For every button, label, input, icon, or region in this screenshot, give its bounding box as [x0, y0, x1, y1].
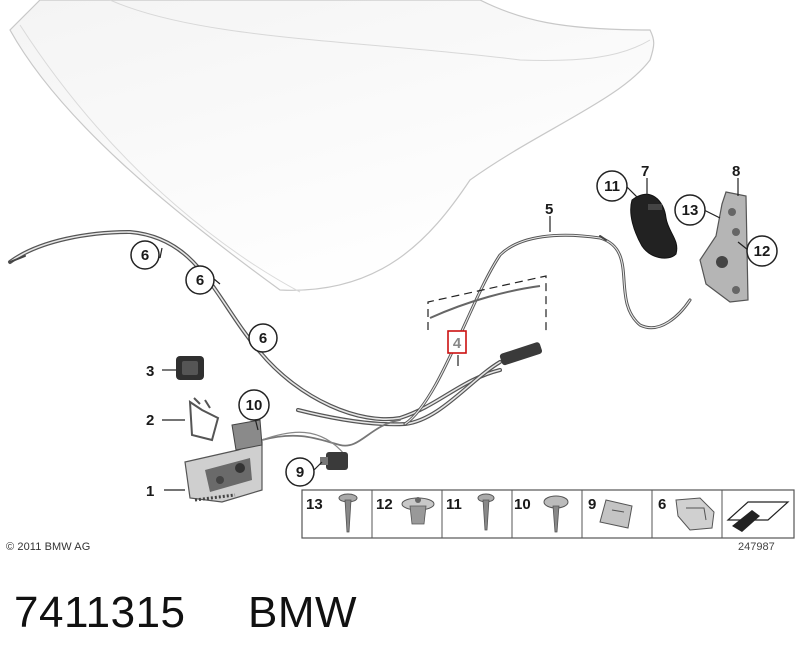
part-9-connector [320, 452, 348, 470]
table-cell-label: 9 [588, 496, 596, 513]
callout-8: 8 [732, 163, 740, 180]
callout-9: 9 [285, 457, 315, 487]
part-number: 7411315 [14, 588, 186, 637]
brand-name: BMW [248, 588, 358, 637]
clip-6-icon [675, 497, 715, 531]
clip-9-icon [599, 499, 633, 529]
clip-nut-12-icon [401, 497, 435, 525]
callout-11: 11 [596, 170, 628, 202]
callout-3: 3 [146, 363, 154, 380]
table-cell-label: 11 [446, 496, 462, 513]
svg-text:10: 10 [246, 397, 263, 414]
svg-text:6: 6 [196, 272, 204, 289]
cable-connector [499, 342, 542, 366]
svg-text:6: 6 [259, 330, 267, 347]
callout-7: 7 [641, 163, 649, 180]
detail-cable [429, 285, 541, 319]
hood-latch-cable-diagram: 6 6 6 10 9 11 13 12 1 2 3 5 7 8 4 [8, 0, 795, 539]
drawing-number: 247987 [738, 541, 775, 553]
reference-arrow-icon [726, 501, 790, 532]
svg-text:12: 12 [754, 243, 771, 260]
table-cell-label: 10 [514, 496, 531, 513]
callout-4-highlighted: 4 [447, 330, 467, 354]
part-2-bracket [188, 397, 220, 442]
detail-frame [427, 275, 547, 335]
svg-text:6: 6 [141, 247, 149, 264]
part-8-latch-bracket [699, 191, 749, 303]
table-cell-label: 13 [306, 496, 323, 513]
part-1-latch [184, 419, 263, 503]
screw-11-icon [477, 493, 495, 531]
svg-text:13: 13 [682, 202, 699, 219]
callout-10: 10 [238, 389, 270, 421]
table-cell-label: 12 [376, 496, 393, 513]
copyright-notice: © 2011 BMW AG [6, 541, 91, 553]
callout-2: 2 [146, 412, 154, 429]
callout-6a: 6 [130, 240, 160, 270]
svg-text:4: 4 [453, 335, 462, 352]
svg-text:11: 11 [604, 178, 620, 195]
screw-13-icon [338, 493, 358, 533]
part-7-release-handle [630, 193, 678, 259]
callout-12: 12 [746, 235, 778, 267]
table-cell-label: 6 [658, 496, 666, 513]
callout-6b: 6 [185, 265, 215, 295]
hood-panel [9, 0, 655, 293]
svg-text:9: 9 [296, 464, 304, 481]
callout-6c: 6 [248, 323, 278, 353]
part-3-grommet [176, 356, 204, 380]
callout-1: 1 [146, 483, 154, 500]
screw-10-icon [543, 495, 569, 533]
callout-5: 5 [545, 201, 553, 218]
callout-13: 13 [674, 194, 706, 226]
parts-table: 13 12 11 10 9 6 [301, 489, 795, 539]
